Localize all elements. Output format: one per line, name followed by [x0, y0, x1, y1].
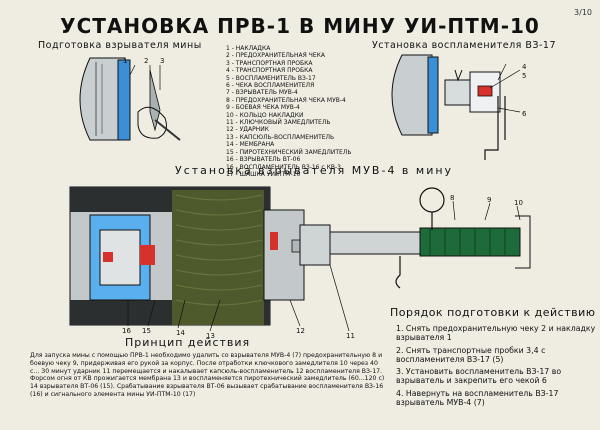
main-assembly-drawing	[69, 186, 531, 326]
procedure-title: Порядок подготовки к действию	[390, 306, 596, 319]
subtitle-igniter-install: Установка воспламенителя ВЗ-17	[372, 40, 557, 51]
procedure-steps: 1. Снять предохранительную чеку 2 и накл…	[396, 324, 596, 410]
procedure-step: 3. Установить воспламенитель ВЗ-17 во вз…	[396, 367, 562, 386]
procedure-step: 1. Снять предохранительную чеку 2 и накл…	[396, 324, 596, 343]
callout-4: 4	[522, 63, 527, 71]
legend-item: 3 - ТРАНСПОРТНАЯ ПРОБКА	[226, 59, 313, 67]
callout-2: 2	[144, 57, 149, 65]
callout-10: 10	[514, 199, 523, 207]
legend-item: 5 - ВОСПЛАМЕНИТЕЛЬ ВЗ-17	[226, 74, 316, 82]
legend-item: 2 - ПРЕДОХРАНИТЕЛЬНАЯ ЧЕКА	[226, 52, 326, 60]
callout-6: 6	[522, 110, 527, 118]
callout-1: 1	[123, 57, 128, 65]
callout-3: 3	[160, 57, 165, 65]
subtitle-fuze-prep: Подготовка взрывателя мины	[38, 40, 202, 51]
procedure-step: 2. Снять транспортные пробки 3,4 с воспл…	[396, 345, 546, 364]
legend-item: 12 - УДАРНИК	[226, 126, 269, 134]
fuze-prep-drawing	[79, 57, 181, 141]
legend-item: 14 - МЕМБРАНА	[226, 141, 275, 149]
callout-16: 16	[122, 327, 131, 335]
legend-item: 7 - ВЗРЫВАТЕЛЬ МУВ-4	[226, 89, 298, 97]
sheet-number: 3/10	[574, 8, 592, 17]
legend-item: 10 - КОЛЬЦО НАКЛАДКИ	[226, 111, 304, 119]
procedure-step: 4. Навернуть на воспламенитель ВЗ-17 взр…	[396, 388, 559, 408]
legend-item: 17 - ШАШКА УИ-ПТМ-10	[226, 170, 301, 178]
principle-text: Для запуска мины с помощью ПРВ-1 необход…	[30, 352, 385, 398]
callout-13: 13	[206, 332, 215, 340]
callout-9: 9	[487, 196, 492, 204]
legend-item: 15 - ПИРОТЕХНИЧЕСКИЙ ЗАМЕДЛИТЕЛЬ	[226, 148, 352, 156]
callout-14: 14	[176, 329, 185, 337]
legend-item: 1 - НАКЛАДКА	[226, 45, 271, 52]
subtitle-muv4-install: Установка взрывателя МУВ-4 в мину	[175, 164, 454, 177]
legend-item: 8 - ПРЕДОХРАНИТЕЛЬНАЯ ЧЕКА МУВ-4	[226, 96, 346, 104]
legend-item: 13 - КАПСЮЛЬ-ВОСПЛАМЕНИТЕЛЬ	[226, 133, 335, 141]
page-title: УСТАНОВКА ПРВ-1 В МИНУ УИ-ПТМ-10	[60, 14, 540, 38]
callout-15: 15	[142, 327, 151, 335]
legend-item: 11 - КЛЮЧКОВЫЙ ЗАМЕДЛИТЕЛЬ	[226, 119, 331, 127]
callout-12: 12	[296, 327, 305, 335]
callout-5: 5	[522, 72, 527, 80]
callout-8: 8	[450, 194, 455, 202]
legend-item: 16 - ВЗРЫВАТЕЛЬ ВТ-06	[226, 156, 301, 164]
legend-item: 4 - ТРАНСПОРТНАЯ ПРОБКА	[226, 67, 313, 75]
legend-item: 6 - ЧЕКА ВОСПЛАМЕНИТЕЛЯ	[226, 82, 315, 90]
principle-title: Принцип действия	[125, 336, 251, 349]
legend-item: 9 - БОЕВАЯ ЧЕКА МУВ-4	[226, 104, 300, 112]
callout-11: 11	[346, 332, 355, 340]
igniter-install-drawing	[391, 54, 506, 160]
legend-item: 16 - ВОСПЛАМЕНИТЕЛЬ ВЗ-16 с КВ-3	[226, 163, 341, 171]
